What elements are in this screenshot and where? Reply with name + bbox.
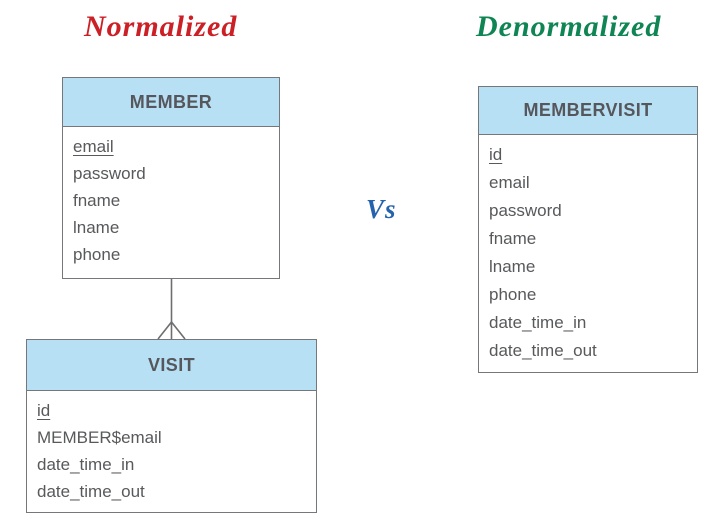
normalized-title: Normalized bbox=[84, 10, 238, 43]
entity-table-membervisit-header: MEMBERVISIT bbox=[479, 87, 697, 135]
field-row-primary-key: email bbox=[73, 137, 114, 156]
field-row: email bbox=[489, 173, 530, 192]
entity-table-membervisit: MEMBERVISIT id email password fname lnam… bbox=[478, 86, 698, 373]
versus-label: Vs bbox=[366, 194, 397, 224]
field-row-primary-key: id bbox=[37, 401, 51, 420]
field-row: date_time_in bbox=[37, 455, 135, 474]
one-to-many-connector bbox=[157, 279, 186, 340]
entity-table-member: MEMBER email password fname lname phone bbox=[62, 77, 280, 279]
denormalized-title: Denormalized bbox=[476, 10, 662, 43]
entity-table-membervisit-body: id email password fname lname phone date… bbox=[479, 135, 697, 365]
entity-table-visit-body: id MEMBER$email date_time_in date_time_o… bbox=[27, 391, 316, 505]
field-row: phone bbox=[489, 285, 537, 304]
field-row: MEMBER$email bbox=[37, 428, 162, 447]
entity-table-visit-header: VISIT bbox=[27, 340, 316, 391]
entity-table-member-header: MEMBER bbox=[63, 78, 279, 127]
field-row: password bbox=[73, 164, 146, 183]
field-row: phone bbox=[73, 245, 121, 264]
entity-table-member-title: MEMBER bbox=[129, 91, 213, 112]
field-row: date_time_in bbox=[489, 313, 587, 332]
field-row: fname bbox=[489, 229, 537, 248]
crow-foot-icon bbox=[157, 279, 186, 340]
entity-table-visit-title: VISIT bbox=[147, 354, 195, 375]
field-row: lname bbox=[73, 218, 120, 237]
field-row-primary-key: id bbox=[489, 145, 503, 164]
field-row: fname bbox=[73, 191, 121, 210]
field-row: date_time_out bbox=[37, 482, 145, 501]
entity-table-member-body: email password fname lname phone bbox=[63, 127, 279, 268]
field-row: lname bbox=[489, 257, 536, 276]
entity-table-membervisit-title: MEMBERVISIT bbox=[523, 100, 653, 120]
entity-table-visit: VISIT id MEMBER$email date_time_in date_… bbox=[26, 339, 317, 513]
field-row: password bbox=[489, 201, 562, 220]
field-row: date_time_out bbox=[489, 341, 597, 360]
